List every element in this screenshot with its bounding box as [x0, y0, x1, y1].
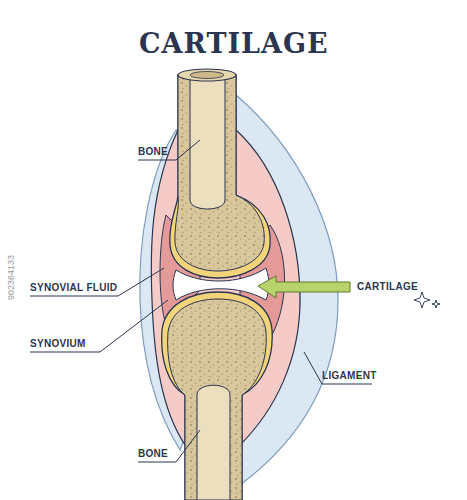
marrow-cavity [190, 75, 225, 209]
watermark: 902364133 [6, 255, 16, 300]
pointer-arrow [258, 276, 350, 298]
upper-bone [175, 75, 264, 271]
lower-bone-cartilage [162, 292, 273, 500]
upper-bone-cartilage [170, 75, 271, 278]
part-label: BONE [138, 146, 168, 157]
part-label: LIGAMENT [322, 370, 377, 381]
part-label: BONE [138, 448, 168, 459]
part-label: CARTILAGE [357, 281, 418, 292]
diagram-title: CARTILAGE [139, 28, 329, 59]
lower-bone [168, 299, 267, 500]
part-label: SYNOVIUM [30, 338, 86, 349]
lower-marrow-cavity [197, 385, 230, 500]
leader-lines [30, 140, 372, 462]
part-label: SYNOVIAL FLUID [30, 282, 117, 293]
sparkle [414, 292, 440, 308]
